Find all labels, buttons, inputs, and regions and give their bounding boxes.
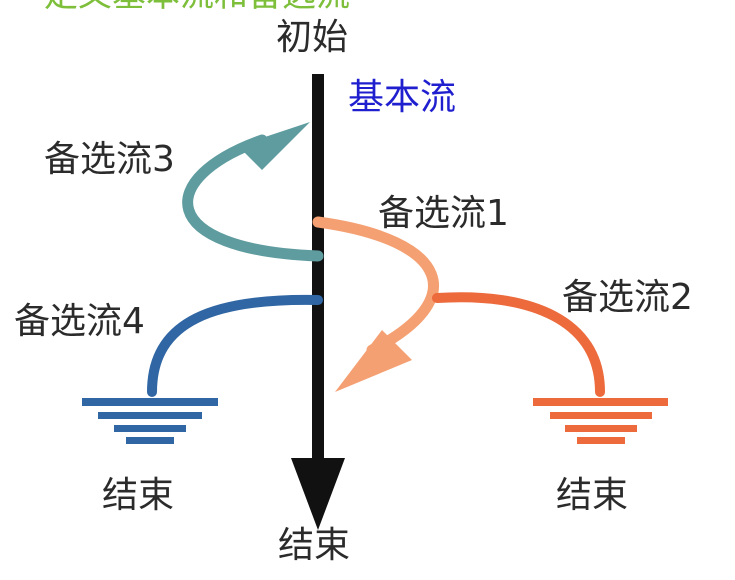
alt-flow-1-arrowhead	[335, 330, 412, 392]
diagram-title: 定义基本流和备选流	[44, 0, 350, 12]
end-left-label: 结束	[102, 475, 175, 516]
alt-flow-3-label: 备选流3	[44, 139, 175, 180]
alt-flow-2-label: 备选流2	[562, 277, 693, 318]
ground-symbol-right	[533, 398, 668, 444]
alt-flow-1-curve	[312, 216, 439, 356]
alt-flow-4-label: 备选流4	[14, 301, 145, 342]
ground-symbol-left	[82, 398, 218, 444]
end-right-label: 结束	[556, 475, 629, 516]
alt-flow-3-arrowhead	[238, 122, 310, 170]
alt-flow-3-curve	[182, 134, 324, 262]
alt-flow-4-curve	[147, 294, 323, 397]
end-main-label: 结束	[278, 525, 351, 566]
start-label: 初始	[276, 17, 349, 58]
basic-flow-arrowhead	[291, 458, 345, 530]
alt-flow-1-label: 备选流1	[378, 193, 509, 234]
alt-flow-2-curve	[432, 292, 605, 397]
basic-flow-label: 基本流	[348, 77, 457, 118]
